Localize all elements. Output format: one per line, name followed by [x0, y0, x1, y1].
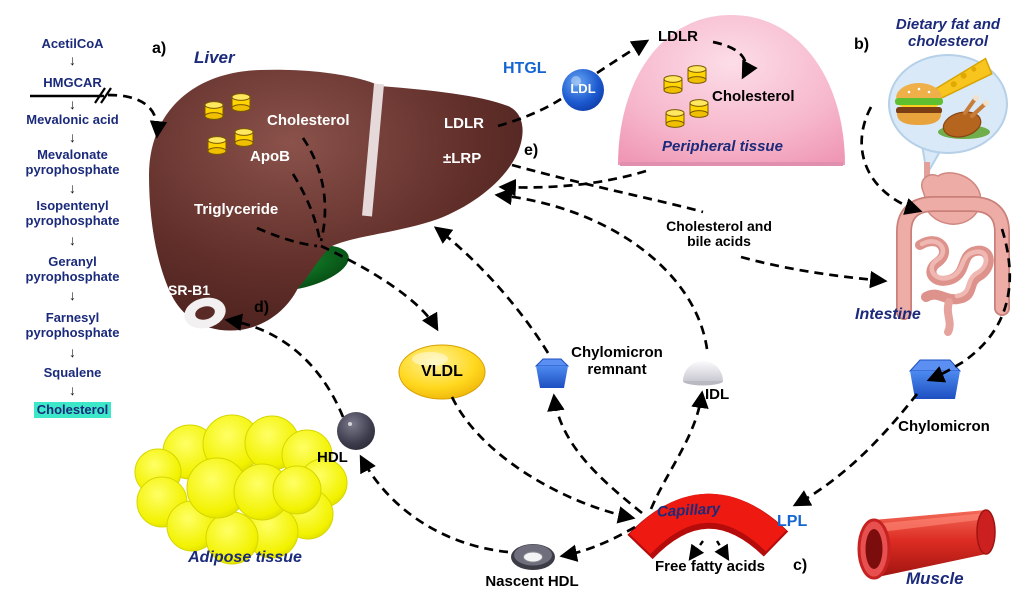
pathway-step-farnesyl-pp: Farnesyl pyrophosphate [25, 310, 120, 340]
liver-srb1-label: SR-B1 [168, 282, 211, 298]
pathway-arrow: ↓ [69, 180, 76, 196]
pathway-step-hmgcar: HMGCAR [43, 75, 102, 90]
panel-label-b: b) [854, 36, 870, 53]
pathway-arrow: ↓ [69, 344, 76, 360]
pathway-step-geranyl-pp: Geranyl pyrophosphate [25, 254, 120, 284]
chylomicron-remnant-label: Chylomicron remnant [571, 344, 663, 378]
arrow-ldl-to-peripheral [596, 39, 650, 75]
peripheral-ldlr-label: LDLR [658, 28, 698, 45]
nascent-hdl-label: Nascent HDL [485, 573, 579, 590]
cholesterol-bile-acids-label: Cholesterol and bile acids [666, 218, 772, 250]
arrow-nascent-hdl-to-hdl [359, 454, 509, 554]
flow-arrows [107, 39, 1012, 562]
pathway-step-mevalonate-pp: Mevalonate pyrophosphate [25, 147, 120, 177]
arrow-peripheral-to-liver [498, 169, 647, 197]
liver-label: Liver [194, 48, 235, 67]
liver-cholesterol-label: Cholesterol [267, 112, 350, 129]
liver-ldlr-label: LDLR [444, 115, 484, 132]
pathway-arrow: ↓ [69, 287, 76, 303]
arrow-idl-to-liver [494, 187, 709, 350]
arrow-capillary-to-nascent-hdl [559, 525, 636, 562]
panel-label-d: d) [254, 299, 270, 316]
pathway-arrow: ↓ [69, 96, 76, 112]
pathway-arrow: ↓ [69, 52, 76, 68]
adipose-cells [134, 414, 348, 565]
arrow-ldlr-to-cholesterol [712, 40, 758, 80]
intestine-label: Intestine [855, 306, 921, 323]
panel-label-c: c) [793, 557, 808, 574]
arrow-liver-to-ldl [497, 97, 562, 128]
pathway-arrow: ↓ [69, 232, 76, 248]
arrow-liver-to-intestine-1 [511, 163, 704, 214]
vldl-label: VLDL [421, 363, 463, 380]
arrow-liver-to-intestine-2 [740, 255, 888, 289]
panel-label-e: e) [524, 142, 539, 159]
peripheral-cholesterol-label: Cholesterol [712, 88, 795, 105]
chylomicron-particle [908, 359, 962, 399]
pathway-step-cholesterol: Cholesterol [5, 402, 140, 418]
liver-apob-label: ApoB [250, 148, 290, 165]
liver-lrp-label: ±LRP [443, 150, 482, 167]
arrow-liver-triglyceride [256, 226, 318, 248]
arrow-ffa-right [714, 540, 730, 561]
arrow-hmgcar-to-liver [107, 93, 168, 139]
hmgcar-underline [30, 87, 112, 104]
chylomicron-label: Chylomicron [898, 418, 990, 435]
vldl-particle [398, 344, 486, 400]
srb1-ring [184, 297, 226, 329]
burger-icon [895, 83, 943, 125]
pathway-step-acetilcoa: AcetilCoA [41, 36, 104, 51]
arrow-ffa-left [688, 540, 705, 561]
liver-ligament-band [362, 83, 384, 217]
dietary-fat-label: Dietary fat and cholesterol [895, 16, 1001, 50]
idl-particle [683, 361, 723, 386]
nascent-hdl-particle [511, 544, 555, 570]
pathway-step-squalene: Squalene [43, 365, 102, 380]
arrow-chylomicron-to-capillary [792, 393, 919, 507]
chicken-icon [938, 95, 990, 139]
capillary-label: Capillary [656, 500, 721, 521]
lpl-label: LPL [777, 513, 808, 530]
hdl-label: HDL [317, 449, 348, 466]
arrow-capillary-to-idl [649, 390, 709, 510]
adipose-tissue-label: Adipose tissue [188, 549, 302, 566]
arrow-diet-to-stomach [860, 106, 923, 215]
pathway-step-isopentenyl-pp: Isopentenyl pyrophosphate [25, 198, 120, 228]
htgl-label: HTGL [503, 60, 547, 77]
peripheral-tissue-label: Peripheral tissue [662, 138, 783, 155]
chylomicron-remnant-particle [534, 358, 570, 388]
arrow-intestine-to-chylomicron [926, 228, 1012, 383]
free-fatty-acids-label: Free fatty acids [654, 558, 766, 575]
arrow-remnant-to-liver [433, 226, 550, 354]
arrow-liver-to-vldl [320, 244, 439, 332]
cholesterol-highlight: Cholesterol [33, 402, 112, 418]
liver-triglyceride-label: Triglyceride [194, 201, 279, 218]
ldl-particle [562, 69, 604, 111]
panel-label-a: a) [152, 40, 167, 57]
idl-label: IDL [705, 386, 730, 403]
arrow-hdl-to-srb1 [224, 313, 345, 418]
pathway-step-mevalonic: Mevalonic acid [26, 112, 119, 127]
intestine-graphic [896, 162, 1010, 336]
pathway-arrow: ↓ [69, 382, 76, 398]
arrow-capillary-to-remnant [547, 393, 643, 515]
ldl-label: LDL [570, 81, 596, 96]
arrow-vldl-to-capillary [450, 396, 636, 524]
arrow-liver-apob [291, 173, 322, 242]
capillary-shape [627, 493, 789, 560]
hdl-particle [337, 412, 375, 450]
pathway-arrow: ↓ [69, 129, 76, 145]
arrow-liver-cholesterol [301, 137, 327, 242]
muscle-shape [857, 509, 996, 580]
muscle-label: Muscle [906, 569, 964, 588]
